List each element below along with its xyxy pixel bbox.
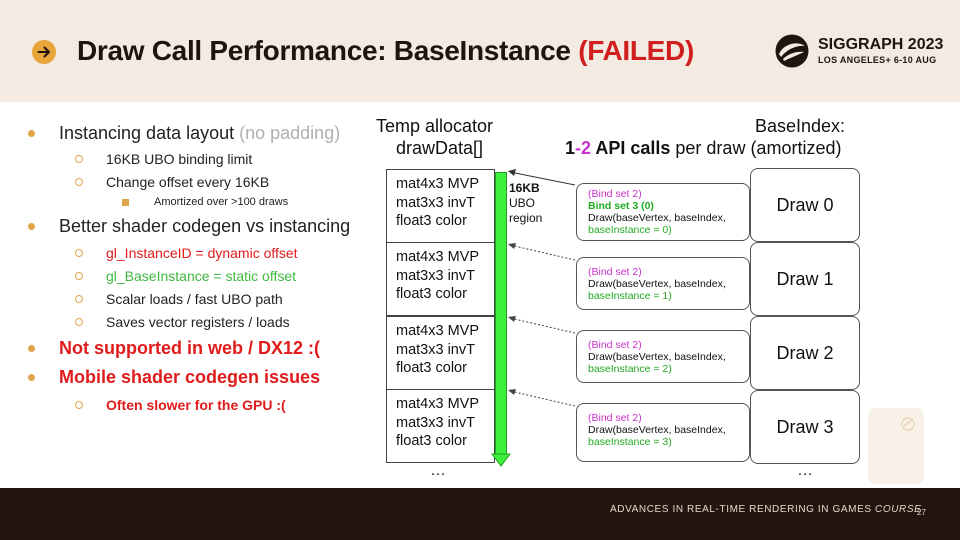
api-call-box-0: (Bind set 2) Bind set 3 (0) Draw(baseVer… [576, 183, 750, 241]
arrow-call-0 [509, 171, 576, 186]
ubo-arrow-head [491, 453, 511, 467]
page-number: 27 [917, 508, 926, 517]
arrow-call-2 [509, 317, 576, 334]
draw-data-block-1: mat4x3 MVP mat3x3 invT float3 color [386, 242, 495, 316]
watermark-icon [868, 408, 924, 484]
bullet-dot [28, 130, 35, 137]
ellipsis-right: … [797, 462, 813, 479]
siggraph-logo-icon [775, 34, 809, 68]
bullet-change-offset: Change offset every 16KB [106, 174, 270, 190]
base-index-header: BaseIndex: [755, 116, 846, 136]
api-call-box-3: (Bind set 2) Draw(baseVertex, baseIndex,… [576, 403, 750, 462]
api-call-box-1: (Bind set 2) Draw(baseVertex, baseIndex,… [576, 257, 750, 310]
bullet-instance-id: gl_InstanceID = dynamic offset [106, 245, 298, 261]
bullet-circle [75, 155, 83, 163]
siggraph-subtitle: LOS ANGELES+ 6-10 AUG [818, 55, 937, 65]
ellipsis-left: … [430, 462, 446, 479]
draw-box-0: Draw 0 [750, 168, 860, 242]
slide-title: Draw Call Performance: BaseInstance (FAI… [77, 35, 694, 66]
siggraph-title: SIGGRAPH 2023 [818, 36, 944, 53]
bullet-dot [28, 374, 35, 381]
bullet-slower-gpu: Often slower for the GPU :( [106, 397, 286, 413]
bullet-circle [75, 318, 83, 326]
bullet-dot [28, 223, 35, 230]
bullet-shader-codegen: Better shader codegen vs instancing [59, 216, 351, 236]
bullet-scalar-loads: Scalar loads / fast UBO path [106, 291, 283, 307]
bullet-circle [75, 401, 83, 409]
bullet-mobile-codegen: Mobile shader codegen issues [59, 367, 321, 387]
failed-label: (FAILED) [578, 35, 694, 66]
temp-allocator-header: Temp allocator [376, 116, 494, 136]
bullet-instancing-layout: Instancing data layout (no padding) [59, 123, 341, 143]
draw-box-2: Draw 2 [750, 316, 860, 390]
bullet-square [122, 199, 129, 206]
draw-data-header: drawData[] [396, 138, 484, 158]
draw-box-1: Draw 1 [750, 242, 860, 316]
bullet-circle [75, 178, 83, 186]
draw-data-block-2: mat4x3 MVP mat3x3 invT float3 color [386, 316, 495, 390]
bullet-dot [28, 345, 35, 352]
api-call-box-2: (Bind set 2) Draw(baseVertex, baseIndex,… [576, 330, 750, 383]
bullet-circle [75, 249, 83, 257]
bullet-vector-registers: Saves vector registers / loads [106, 314, 290, 330]
draw-data-block-3: mat4x3 MVP mat3x3 invT float3 color [386, 389, 495, 463]
api-calls-header: 1-2 API calls per draw (amortized) [565, 138, 842, 158]
bullet-not-supported: Not supported in web / DX12 :( [59, 338, 321, 358]
arrow-call-3 [509, 390, 576, 407]
ubo-region-label: 16KB UBO region [509, 181, 543, 225]
arrow-call-1 [509, 244, 576, 261]
bullet-amortized: Amortized over >100 draws [154, 196, 289, 208]
slide-footer [0, 488, 960, 540]
arrow-right-icon [32, 40, 56, 64]
bullet-circle [75, 272, 83, 280]
footer-course-text: ADVANCES IN REAL-TIME RENDERING IN GAMES… [610, 504, 922, 515]
bullet-ubo-limit: 16KB UBO binding limit [106, 151, 253, 167]
bullet-circle [75, 295, 83, 303]
bullet-base-instance: gl_BaseInstance = static offset [106, 268, 297, 284]
draw-box-3: Draw 3 [750, 390, 860, 464]
